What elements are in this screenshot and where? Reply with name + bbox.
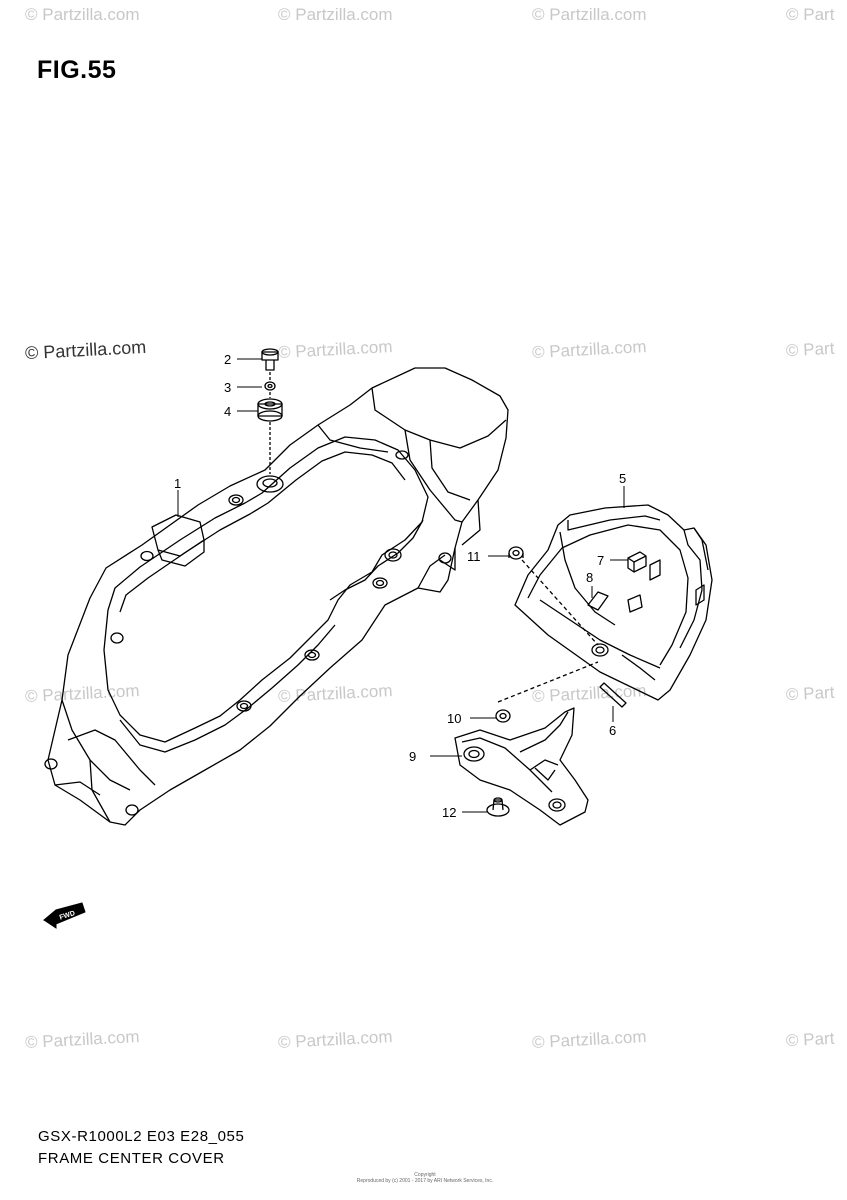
watermark: © Partzilla.com xyxy=(25,5,140,24)
leader-lines xyxy=(177,358,628,813)
part-washer xyxy=(264,381,276,391)
part-nut xyxy=(508,546,524,560)
fwd-label: FWD xyxy=(59,910,76,922)
part-clip xyxy=(627,551,647,573)
forward-arrow-icon: FWD xyxy=(42,902,86,929)
assembly-line xyxy=(521,559,599,646)
callout-12: 12 xyxy=(442,805,456,820)
assembly-line xyxy=(497,661,599,703)
callout-10: 10 xyxy=(447,711,461,726)
part-grommet xyxy=(257,398,283,422)
watermark: © Partzilla.com xyxy=(278,5,393,24)
figure-title: FIG.55 xyxy=(37,56,117,84)
part-frame-center-cover xyxy=(44,367,509,826)
part-bolt xyxy=(261,348,279,371)
callout-11: 11 xyxy=(467,549,481,564)
part-side-cover xyxy=(514,504,713,701)
part-strip xyxy=(599,682,627,708)
diagram-name: FRAME CENTER COVER xyxy=(38,1150,225,1167)
callout-8: 8 xyxy=(586,570,593,585)
part-push-rivet xyxy=(486,797,510,817)
part-grommet-small xyxy=(495,709,511,723)
model-code: GSX-R1000L2 E03 E28_055 xyxy=(38,1128,245,1145)
callout-1: 1 xyxy=(174,476,181,491)
callout-2: 2 xyxy=(224,352,231,367)
callout-9: 9 xyxy=(409,749,416,764)
watermark: © Partzilla.com xyxy=(532,5,647,24)
part-lower-cover xyxy=(454,707,589,826)
watermark: © Part xyxy=(786,5,835,24)
callout-6: 6 xyxy=(609,723,616,738)
callout-4: 4 xyxy=(224,404,231,419)
part-pad xyxy=(587,591,609,611)
copyright-title: Copyright xyxy=(414,1172,436,1178)
callout-5: 5 xyxy=(619,471,626,486)
callout-7: 7 xyxy=(597,553,604,568)
copyright-line: Reproduced by (c) 2001 - 2017 by ARI Net… xyxy=(356,1178,494,1184)
callout-3: 3 xyxy=(224,380,231,395)
